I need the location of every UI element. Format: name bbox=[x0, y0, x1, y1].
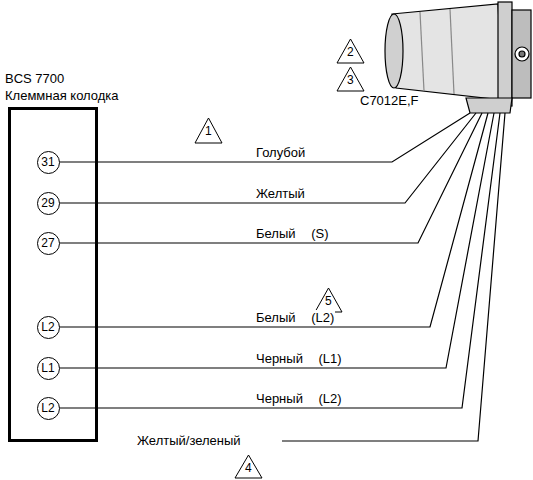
terminal-circle: 27 bbox=[37, 232, 60, 255]
wire bbox=[60, 113, 495, 368]
wire bbox=[60, 113, 489, 327]
wire-color-label: Желтый/зеленый bbox=[137, 433, 241, 448]
device-area: C7012E,F bbox=[380, 0, 530, 113]
terminal-block: Клеммная колодкаBCS 7700312927L2L1L2 bbox=[8, 107, 98, 442]
terminal-number: L1 bbox=[41, 361, 54, 375]
callout-number: 1 bbox=[205, 124, 212, 139]
wire-label: Желтый bbox=[255, 186, 306, 201]
terminal-circle: 31 bbox=[37, 151, 60, 174]
terminal-number: 27 bbox=[41, 236, 54, 250]
terminal-circle: L2 bbox=[37, 316, 60, 339]
wire-label: Белый (L2) bbox=[255, 310, 335, 325]
device-name: C7012E,F bbox=[360, 93, 419, 108]
terminal-circle: L2 bbox=[37, 397, 60, 420]
callout-number: 5 bbox=[325, 294, 332, 309]
terminal-circle: 29 bbox=[37, 192, 60, 215]
terminal-number: L2 bbox=[41, 401, 54, 415]
wire bbox=[60, 113, 483, 243]
terminal-number: 29 bbox=[41, 196, 54, 210]
callout-number: 2 bbox=[347, 45, 354, 60]
wire-label: Белый (S) bbox=[255, 226, 329, 241]
block-title: BCS 7700 bbox=[5, 71, 64, 86]
callout-number: 3 bbox=[347, 73, 354, 88]
terminal-number: L2 bbox=[41, 320, 54, 334]
wire-label: Голубой bbox=[255, 145, 306, 160]
callout-triangle bbox=[195, 39, 364, 478]
wire-label: Черный (L2) bbox=[255, 391, 343, 406]
wire bbox=[60, 113, 477, 203]
terminal-circle: L1 bbox=[37, 357, 60, 380]
callout-number: 4 bbox=[245, 461, 252, 476]
wire bbox=[60, 113, 501, 408]
block-subtitle: Клеммная колодка bbox=[5, 88, 119, 103]
terminal-number: 31 bbox=[41, 155, 54, 169]
wire-label: Черный (L1) bbox=[255, 351, 343, 366]
wire bbox=[60, 113, 471, 162]
